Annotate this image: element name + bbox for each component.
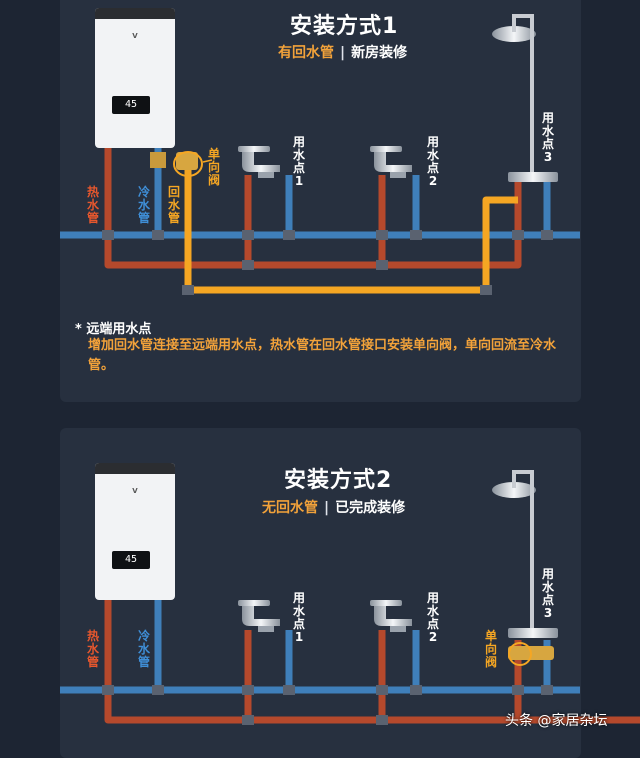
panel-2-title: 安装方式2: [284, 468, 393, 493]
return-pipe-label: 回水管: [167, 185, 180, 225]
note-title: * 远端用水点: [75, 322, 152, 337]
faucet-1: [238, 146, 280, 178]
cold-water-pipe-1: [60, 148, 580, 239]
pipe-diagram: [60, 14, 640, 725]
heater-valves-1: [150, 152, 198, 170]
note-text: 增加回水管连接至远端用水点，热水管在回水管接口安装单向阀，单向回流至冷水管。: [88, 338, 557, 373]
shower-1: [492, 14, 558, 182]
subtitle-tag: 有回水管: [278, 45, 334, 61]
heater-display: 45: [112, 96, 150, 114]
panel-1-subtitle: 有回水管 | 新房装修: [278, 42, 407, 62]
return-water-pipe: [184, 160, 518, 294]
faucet-3: [238, 600, 280, 632]
hot-pipe-label: 热水管: [86, 185, 99, 225]
cold-pipe-label: 冷水管: [137, 629, 150, 669]
water-point-1-label: 用水点1: [292, 591, 305, 644]
water-heater-1: V 45: [95, 8, 175, 148]
check-valve-label: 单向阀: [207, 147, 220, 187]
pipe-joints-1: [102, 230, 553, 295]
heater-display: 45: [112, 551, 150, 569]
hot-water-pipe-1: [104, 148, 522, 269]
panel-2-subtitle: 无回水管 | 已完成装修: [262, 497, 405, 517]
faucet-2: [370, 146, 412, 178]
water-point-2-label: 用水点2: [426, 135, 439, 188]
water-point-1-label: 用水点1: [292, 135, 305, 188]
subtitle-separator: |: [324, 500, 330, 516]
subtitle-separator: |: [340, 45, 346, 61]
heater-logo: V: [132, 32, 138, 40]
subtitle-tag: 无回水管: [262, 500, 318, 516]
watermark: 头条 @家居杂坛: [505, 713, 608, 729]
water-heater-2: V 45: [95, 463, 175, 600]
water-point-2-label: 用水点2: [426, 591, 439, 644]
subtitle-context: 已完成装修: [335, 500, 406, 516]
water-point-3-label: 用水点3: [541, 567, 554, 620]
water-point-3-label: 用水点3: [541, 111, 554, 164]
cold-water-pipe-2: [60, 600, 580, 694]
cold-pipe-label: 冷水管: [137, 185, 150, 225]
pipe-joints-2: [102, 685, 553, 725]
panel-1-title: 安装方式1: [290, 14, 399, 39]
heater-logo: V: [132, 487, 138, 495]
check-valve-highlight-2: [508, 642, 532, 666]
faucet-4: [370, 600, 412, 632]
hot-pipe-label: 热水管: [86, 629, 99, 669]
shower-2: [492, 470, 558, 638]
subtitle-context: 新房装修: [351, 45, 408, 61]
check-valve-highlight-1: [173, 151, 203, 177]
check-valve-label: 单向阀: [484, 629, 497, 669]
